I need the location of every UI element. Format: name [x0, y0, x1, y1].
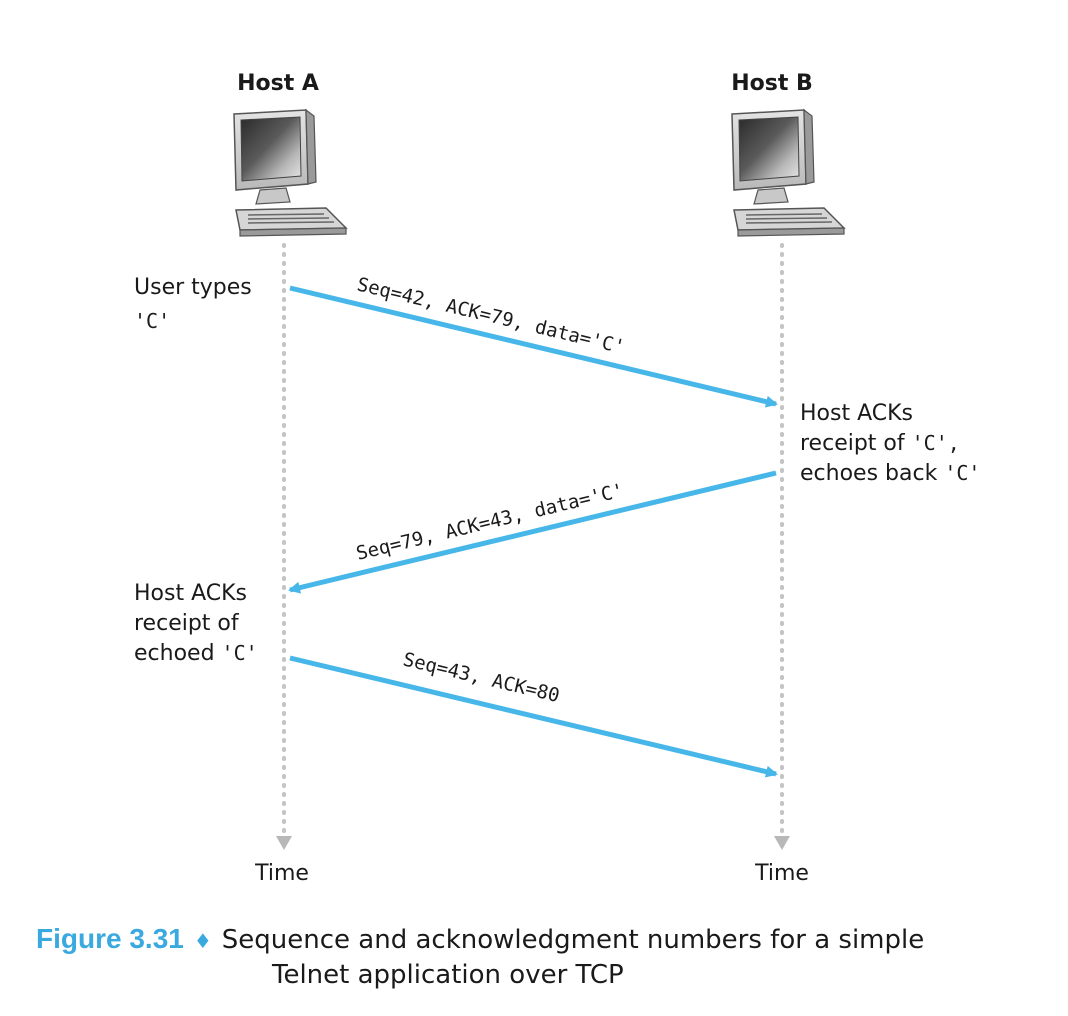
- host-a-time-arrow-icon: [276, 836, 292, 850]
- message-arrow-3: [289, 655, 778, 778]
- note-host-a-line3-code: 'C': [222, 641, 258, 665]
- host-b-time-label: Time: [754, 861, 809, 886]
- figure-number: Figure 3.31: [36, 923, 184, 954]
- host-a-label: Host A: [237, 71, 319, 96]
- note-host-b-line3-code: 'C': [944, 461, 980, 485]
- host-b-time-arrow-icon: [774, 836, 790, 850]
- note-user-types-line1: User types: [134, 275, 252, 300]
- desktop-computer-icon: [233, 109, 347, 237]
- message-arrow-2: [288, 470, 777, 594]
- note-user-types: User types 'C': [134, 275, 259, 333]
- caption-line1: Sequence and acknowledgment numbers for …: [221, 925, 925, 955]
- message-arrow-1: [289, 285, 778, 408]
- note-host-a-ack: Host ACKs receipt of echoed 'C': [134, 581, 258, 666]
- note-host-b-line2-code: 'C',: [912, 431, 960, 455]
- note-host-b-line3-text: echoes back: [800, 461, 944, 486]
- note-host-b-line1: Host ACKs: [800, 401, 913, 426]
- note-host-b-ack: Host ACKs receipt of 'C', echoes back 'C…: [800, 401, 980, 486]
- message-label-2: Seq=79, ACK=43, data='C': [354, 479, 626, 564]
- host-a-time-label: Time: [254, 861, 309, 886]
- message-label-1: Seq=42, ACK=79, data='C': [355, 273, 627, 358]
- note-host-a-line2: receipt of: [134, 611, 240, 636]
- note-host-a-line3-text: echoed: [134, 641, 222, 666]
- note-host-a-line1: Host ACKs: [134, 581, 247, 606]
- desktop-computer-icon: [731, 109, 845, 237]
- note-user-types-code: 'C': [134, 309, 170, 333]
- figure-caption: Figure 3.31 ♦ Sequence and acknowledgment …: [36, 922, 1036, 992]
- note-host-b-line2-text: receipt of: [800, 431, 912, 456]
- diamond-separator-icon: ♦: [193, 929, 212, 953]
- host-b-label: Host B: [731, 71, 813, 96]
- message-label-3: Seq=43, ACK=80: [401, 648, 562, 707]
- caption-line2: Telnet application over TCP: [272, 960, 624, 990]
